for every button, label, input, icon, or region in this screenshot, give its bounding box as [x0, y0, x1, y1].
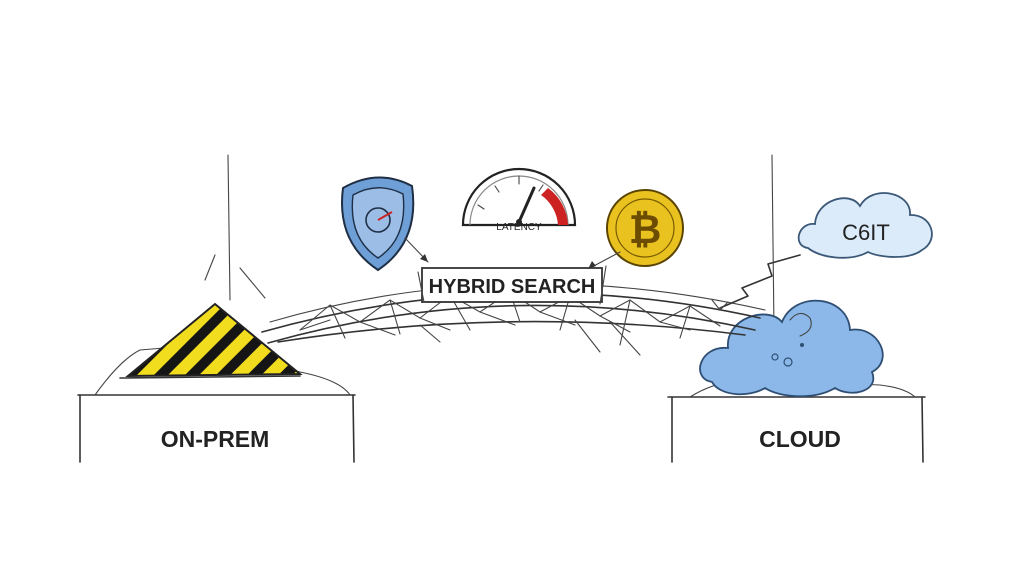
hybrid-search-sign: HYBRID SEARCH [417, 265, 607, 305]
lightning-bolt-icon [711, 254, 801, 311]
svg-text:₿: ₿ [629, 207, 662, 253]
hazard-stripes-icon [119, 302, 303, 379]
cloud-icon [699, 299, 884, 398]
cloud-sign-label: C6IT [842, 220, 890, 245]
on-prem-label: ON-PREM [161, 426, 270, 452]
bitcoin-coin-icon: ₿ [588, 189, 684, 269]
shield-icon [341, 176, 429, 272]
gauge-icon: LATENCY [461, 167, 577, 233]
latency-label: LATENCY [496, 222, 542, 233]
hybrid-search-label: HYBRID SEARCH [429, 276, 596, 298]
cloud-label: CLOUD [759, 426, 841, 452]
cloud-sign-icon: C6IT [797, 192, 933, 259]
